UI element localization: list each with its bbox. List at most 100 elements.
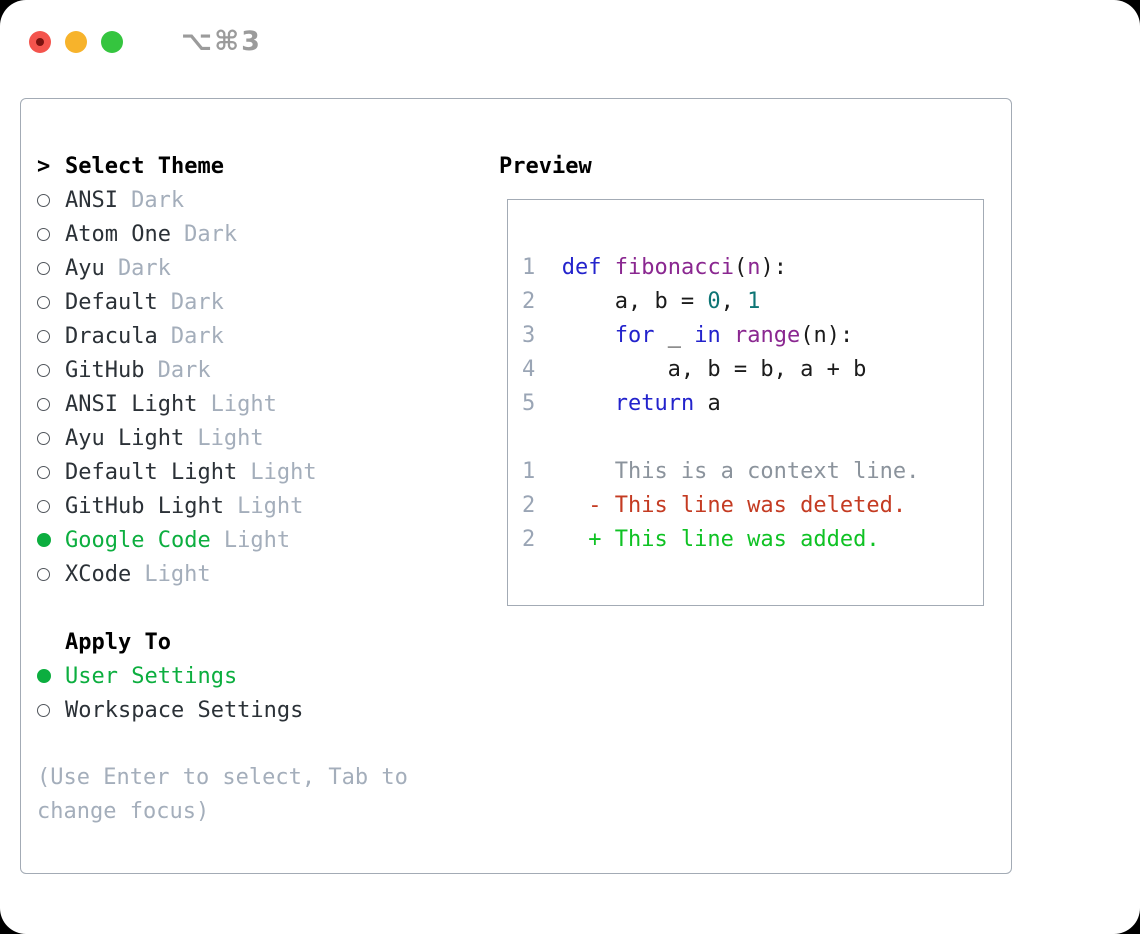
preview-line: 1 def fibonacci(n): [522, 250, 983, 284]
radio-unselected-icon [37, 703, 50, 717]
apply-option-workspace-settings[interactable]: Workspace Settings [37, 693, 303, 727]
minimize-button-icon[interactable] [65, 30, 87, 53]
zoom-button-icon[interactable] [101, 30, 123, 53]
apply-option-label: User Settings [65, 663, 238, 689]
radio-unselected-icon [37, 363, 50, 377]
close-button-dot [36, 37, 44, 46]
theme-option-github-light[interactable]: GitHub Light Light [37, 489, 317, 523]
line-number: 2 [522, 492, 536, 518]
line-number: 4 [522, 356, 536, 382]
theme-variant: Dark [170, 289, 224, 315]
apply-to-header: Apply To [37, 625, 303, 659]
preview-header: Preview [499, 149, 592, 183]
theme-name: Default Light [65, 459, 238, 485]
preview-line: 1 This is a context line. [522, 454, 983, 488]
preview-line [522, 420, 983, 454]
apply-option-user-settings[interactable]: User Settings [37, 659, 303, 693]
line-text: - This line was deleted. [535, 492, 907, 518]
theme-option-github[interactable]: GitHub Dark [37, 353, 317, 387]
radio-unselected-icon [37, 397, 50, 411]
theme-option-google-code[interactable]: Google Code Light [37, 523, 317, 557]
radio-unselected-icon [37, 567, 50, 581]
preview-line: 2 + This line was added. [522, 522, 983, 556]
radio-selected-icon [37, 669, 51, 683]
theme-variant: Light [250, 459, 317, 485]
theme-variant: Dark [170, 323, 224, 349]
line-number: 2 [522, 288, 536, 314]
radio-unselected-icon [37, 431, 50, 445]
theme-name: Default [65, 289, 158, 315]
theme-variant: Light [210, 391, 277, 417]
line-number: 1 [522, 254, 536, 280]
title-bar: ⌥⌘3 [29, 26, 262, 57]
radio-unselected-icon [37, 295, 50, 309]
preview-line: 5 return a [522, 386, 983, 420]
preview-line: 4 a, b = b, a + b [522, 352, 983, 386]
select-theme-title: Select Theme [65, 153, 224, 179]
prompt-icon: > [37, 153, 51, 179]
line-text: def fibonacci(n): [561, 254, 787, 280]
theme-option-dracula[interactable]: Dracula Dark [37, 319, 317, 353]
theme-name: ANSI [65, 187, 118, 213]
line-text: This is a context line. [535, 458, 920, 484]
theme-variant: Light [144, 561, 211, 587]
radio-unselected-icon [37, 465, 50, 479]
theme-option-ansi-light[interactable]: ANSI Light Light [37, 387, 317, 421]
theme-variant: Light [237, 493, 304, 519]
line-number: 3 [522, 322, 536, 348]
select-theme-header: > Select Theme [37, 149, 317, 183]
theme-option-ayu-light[interactable]: Ayu Light Light [37, 421, 317, 455]
theme-variant: Light [197, 425, 264, 451]
theme-name: ANSI Light [65, 391, 198, 417]
line-text: a, b = b, a + b [535, 356, 867, 382]
radio-unselected-icon [37, 261, 50, 275]
theme-name: Dracula [65, 323, 158, 349]
theme-name: XCode [65, 561, 132, 587]
theme-name: GitHub [65, 357, 145, 383]
radio-selected-icon [37, 533, 51, 547]
theme-option-ansi[interactable]: ANSI Dark [37, 183, 317, 217]
theme-variant: Dark [184, 221, 238, 247]
line-number: 2 [522, 526, 536, 552]
theme-option-atom-one[interactable]: Atom One Dark [37, 217, 317, 251]
line-number: 5 [522, 390, 536, 416]
radio-unselected-icon [37, 329, 50, 343]
theme-variant: Dark [157, 357, 211, 383]
theme-name: GitHub Light [65, 493, 224, 519]
theme-option-ayu[interactable]: Ayu Dark [37, 251, 317, 285]
line-text: a, b = 0, 1 [535, 288, 761, 314]
theme-name: Ayu Light [65, 425, 185, 451]
theme-name: Atom One [65, 221, 171, 247]
radio-unselected-icon [37, 193, 50, 207]
theme-name: Ayu [65, 255, 105, 281]
help-text: (Use Enter to select, Tab to change focu… [37, 765, 408, 824]
radio-unselected-icon [37, 227, 50, 241]
line-text: for _ in range(n): [614, 322, 854, 348]
preview-line: 2 - This line was deleted. [522, 488, 983, 522]
theme-variant: Dark [117, 255, 171, 281]
line-number: 1 [522, 458, 536, 484]
close-button-icon[interactable] [29, 30, 51, 53]
theme-option-default-light[interactable]: Default Light Light [37, 455, 317, 489]
line-text: + This line was added. [535, 526, 880, 552]
theme-option-default[interactable]: Default Dark [37, 285, 317, 319]
theme-name: Google Code [65, 527, 211, 553]
apply-option-label: Workspace Settings [65, 697, 304, 723]
preview-line: 3 for _ in range(n): [522, 318, 983, 352]
theme-variant: Dark [131, 187, 185, 213]
theme-option-xcode[interactable]: XCode Light [37, 557, 317, 591]
keyboard-shortcut-label: ⌥⌘3 [181, 26, 262, 57]
theme-variant: Light [223, 527, 291, 553]
preview-title: Preview [499, 153, 592, 179]
radio-unselected-icon [37, 499, 50, 513]
line-text: return a [614, 390, 721, 416]
preview-line: 2 a, b = 0, 1 [522, 284, 983, 318]
